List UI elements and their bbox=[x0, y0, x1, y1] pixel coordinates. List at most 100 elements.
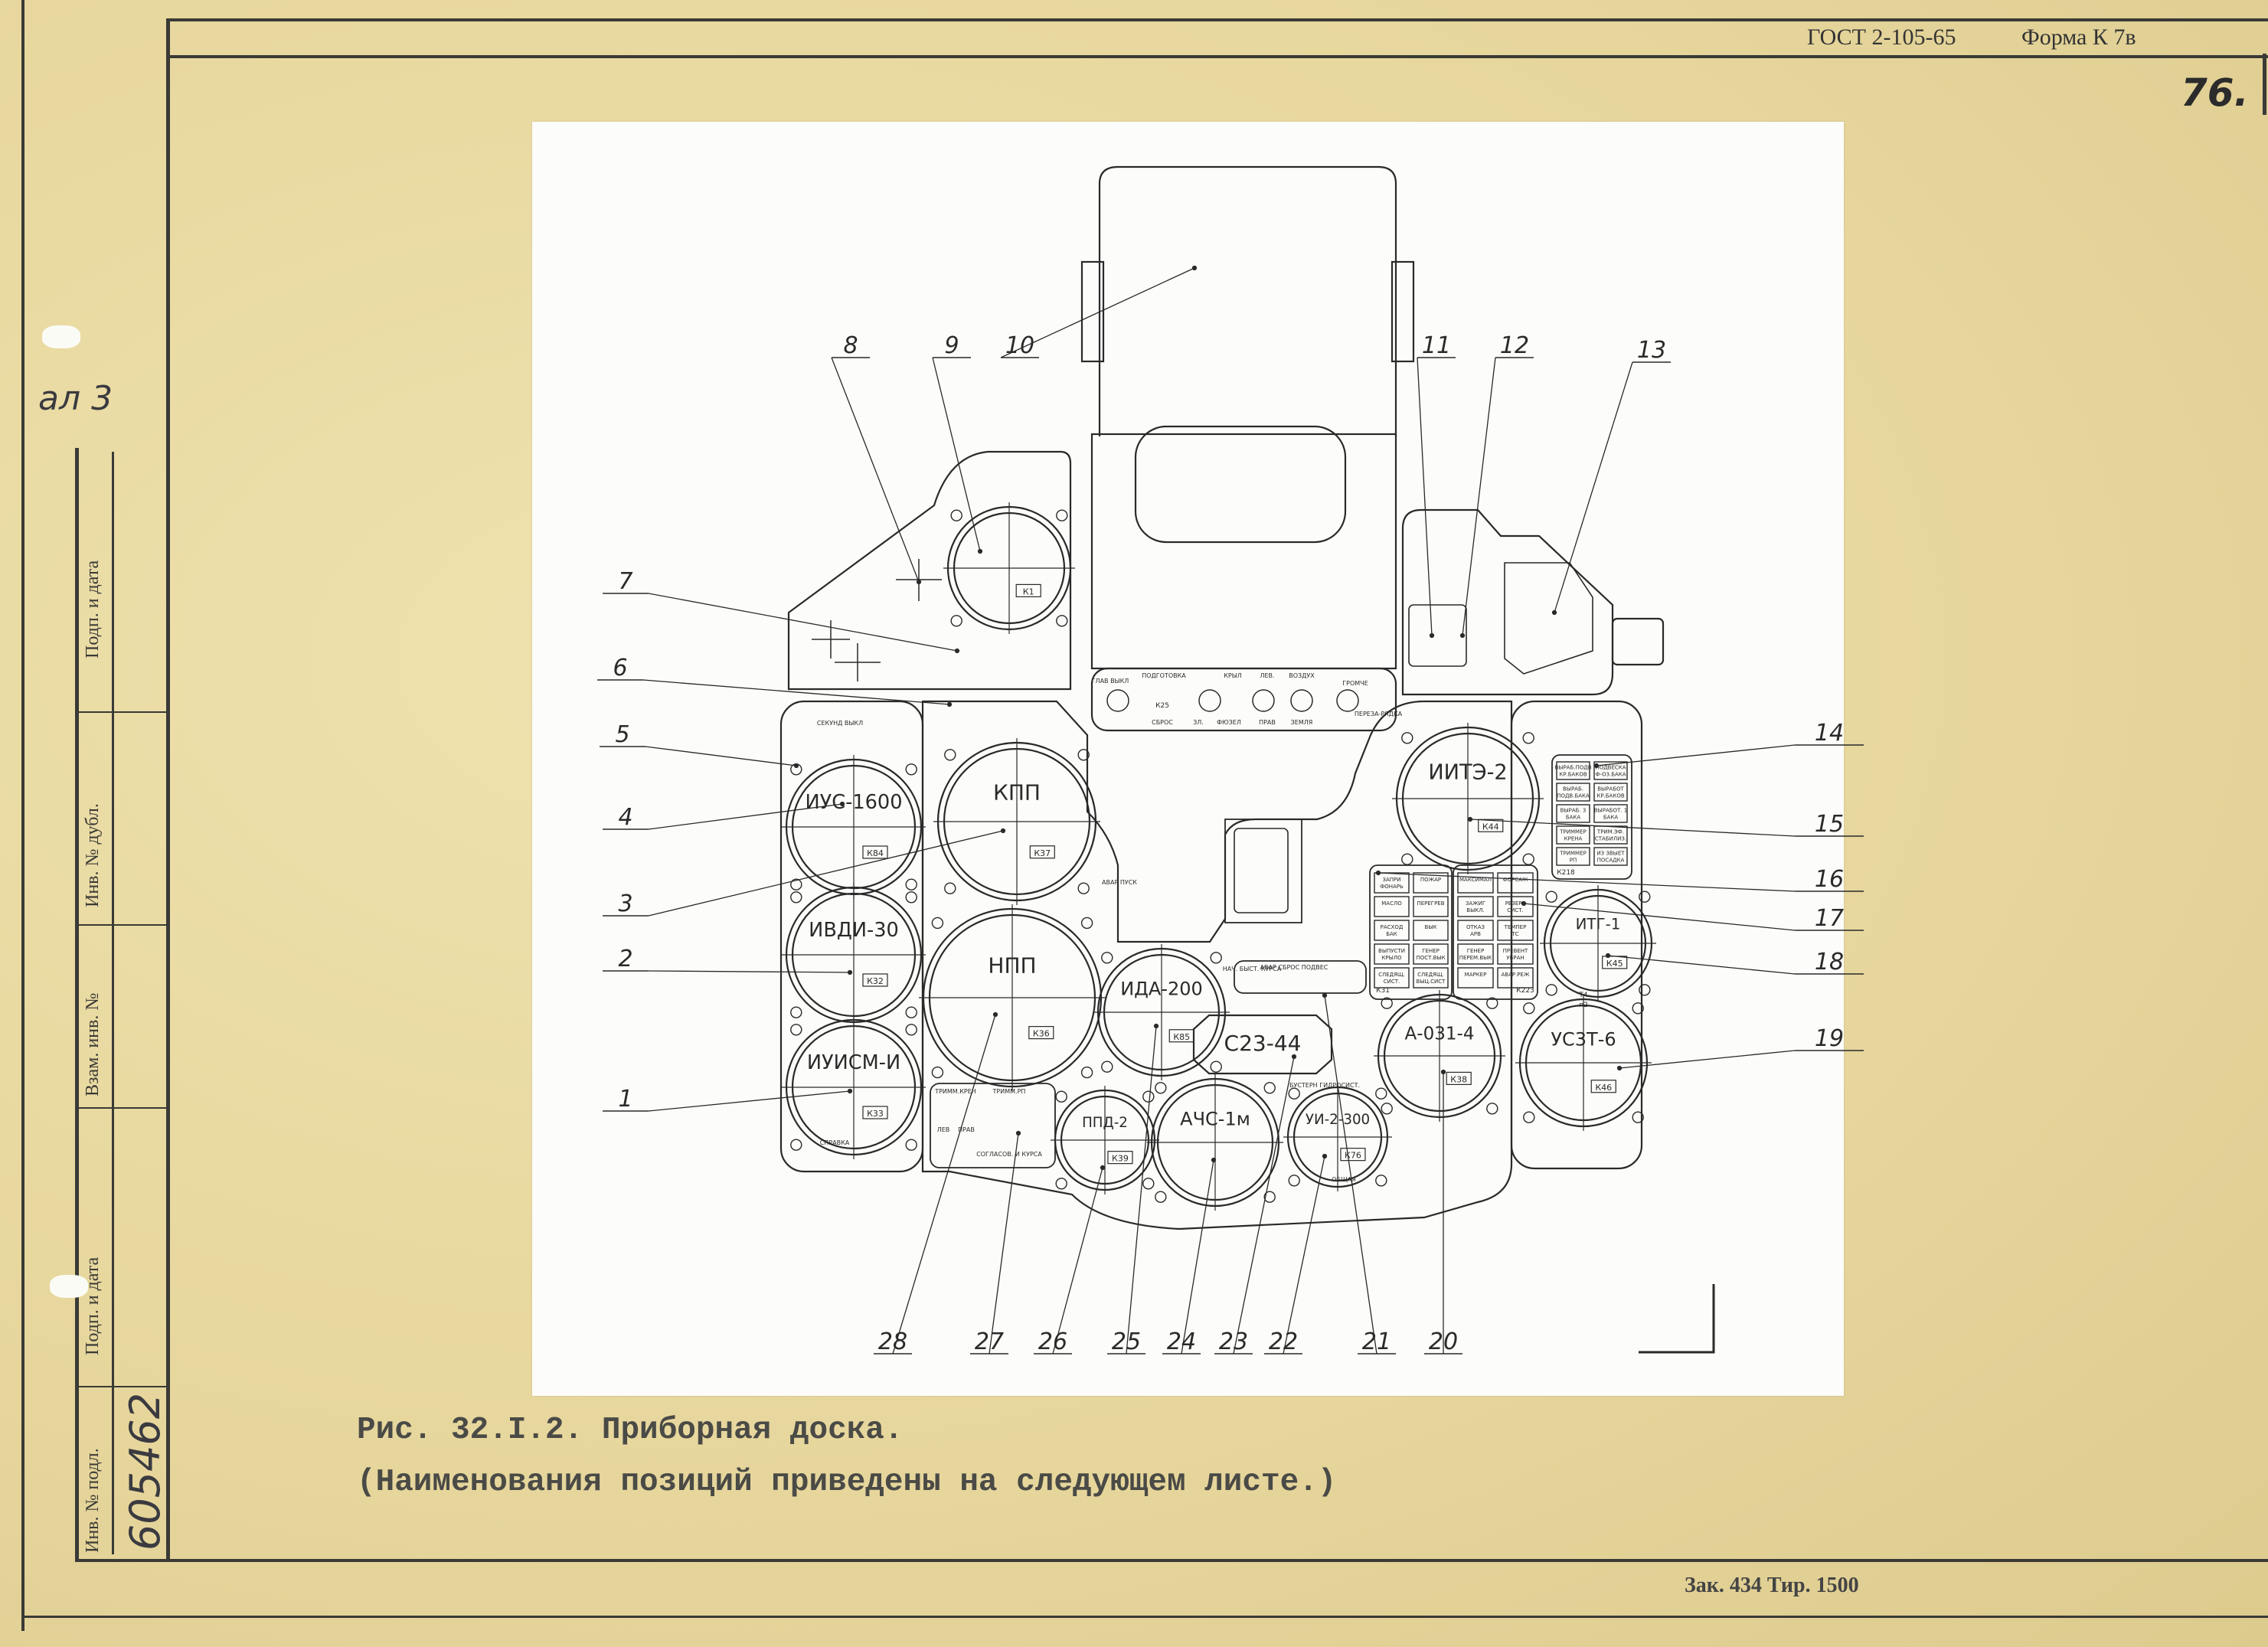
mounting-screw-icon bbox=[1055, 1090, 1067, 1103]
mounting-screw-icon bbox=[905, 1139, 917, 1151]
panel-code: К218 bbox=[1557, 869, 1575, 877]
upper-right-tab bbox=[1611, 617, 1665, 666]
leader-line bbox=[1462, 357, 1496, 636]
mounting-screw-icon bbox=[1632, 1111, 1644, 1123]
annunciator-block-right bbox=[1551, 754, 1632, 880]
annunciator-right-lamp-label: РП bbox=[1570, 858, 1577, 864]
annunciator-left-lamp bbox=[1413, 967, 1449, 989]
annunciator-mid-lamp bbox=[1497, 920, 1534, 941]
annunciator-left-lamp bbox=[1374, 872, 1410, 894]
annunciator-mid-lamp-label: МАКСИМАЛ bbox=[1459, 877, 1492, 883]
callout-number: 2 bbox=[618, 946, 632, 972]
panel-label: АВАР СБРОС ПОДВЕС bbox=[1260, 964, 1328, 971]
annunciator-mid-lamp bbox=[1457, 943, 1494, 965]
print-info: Зак. 434 Тир. 1500 bbox=[1685, 1573, 1859, 1597]
mounting-screw-icon bbox=[1155, 1191, 1167, 1203]
annunciator-mid-lamp-label: АВАР.РЕЖ bbox=[1501, 972, 1529, 978]
centerline bbox=[782, 883, 926, 1027]
annunciator-right-lamp-label: БАКА bbox=[1603, 815, 1619, 821]
panel-code: Т4 bbox=[1578, 992, 1587, 999]
instrument-code-box bbox=[1107, 1151, 1133, 1165]
annunciator-left-lamp-label: СИСТ. bbox=[1384, 979, 1400, 985]
centerline bbox=[782, 1015, 926, 1159]
upper-left-crosshair bbox=[812, 559, 942, 681]
leader-dot bbox=[1100, 1165, 1106, 1171]
centerline bbox=[1147, 1074, 1283, 1211]
leader-line bbox=[1283, 1155, 1325, 1355]
instrument-code: К45 bbox=[1606, 959, 1623, 969]
frame-bottom-line bbox=[75, 1559, 2268, 1562]
panel-label: НАЧ. БЫСТ. КУРСА bbox=[1223, 966, 1282, 972]
instrument-label: АЧС-1м bbox=[1180, 1109, 1250, 1130]
instrument-code: К33 bbox=[867, 1109, 884, 1119]
mounting-screw-icon bbox=[1077, 882, 1090, 894]
right-frame-line bbox=[2263, 54, 2266, 115]
centerline bbox=[782, 755, 926, 899]
hood-bracket bbox=[1391, 260, 1415, 363]
radar-hood-lower bbox=[1090, 433, 1397, 670]
leader-line bbox=[989, 1132, 1019, 1355]
callout-27: 27 bbox=[970, 1130, 1021, 1355]
mounting-screw-icon bbox=[790, 878, 802, 890]
mounting-screw-icon bbox=[1142, 1090, 1155, 1103]
leader-dot bbox=[977, 548, 983, 554]
callout-number: 9 bbox=[944, 332, 959, 359]
leader-dot bbox=[1000, 828, 1006, 834]
annunciator-right-lamp-label: ВЫРАБ.ПОДВ bbox=[1554, 765, 1591, 771]
mounting-screw-icon bbox=[1375, 1087, 1387, 1100]
instrument-code-box bbox=[1028, 1025, 1054, 1040]
centerline bbox=[1051, 1086, 1159, 1194]
callout-number: 7 bbox=[618, 568, 632, 595]
callout-number: 16 bbox=[1815, 866, 1844, 893]
annunciator-right-lamp-label: КРЕНА bbox=[1564, 836, 1583, 842]
annunciator-right-lamp-label: ПОДВЕСКА bbox=[1595, 765, 1626, 771]
leader-line bbox=[648, 830, 1004, 917]
annunciator-right-lamp-label: ТРИМ.ЭФ. bbox=[1596, 829, 1624, 835]
annunciator-right-lamp bbox=[1556, 825, 1590, 845]
standby-compass-bracket bbox=[1224, 819, 1302, 923]
stamp-sep bbox=[77, 711, 168, 713]
instrument-code-box bbox=[1015, 583, 1041, 598]
annunciator-mid-lamp bbox=[1457, 967, 1494, 989]
panel-label: СПРАВКА bbox=[820, 1139, 850, 1146]
annunciator-mid-lamp bbox=[1497, 896, 1534, 917]
upper-right-subpanel bbox=[1504, 562, 1593, 675]
callout-number: 28 bbox=[878, 1328, 907, 1355]
callout-16: 16 bbox=[1375, 866, 1864, 893]
mounting-screw-icon bbox=[950, 615, 962, 627]
annunciator-right-lamp-label: КР.БАКОВ bbox=[1559, 772, 1587, 778]
hood-bracket bbox=[1080, 260, 1105, 363]
mounting-screw-icon bbox=[1522, 732, 1534, 744]
mounting-screw-icon bbox=[905, 878, 917, 890]
callout-14: 14 bbox=[1593, 720, 1864, 769]
leader-line bbox=[648, 803, 843, 830]
annunciator-block-mid bbox=[1453, 864, 1538, 1000]
annunciator-right-lamp-label: КР.БАКОВ bbox=[1596, 793, 1624, 799]
callout-number: 5 bbox=[615, 721, 629, 748]
radar-hood-outline bbox=[1098, 165, 1397, 436]
leader-line bbox=[1619, 1050, 1796, 1069]
instrument-code-box bbox=[1590, 1080, 1616, 1093]
mounting-screw-icon bbox=[1080, 1066, 1093, 1079]
mounting-screw-icon bbox=[1155, 1082, 1167, 1094]
instrument-code: К37 bbox=[1034, 848, 1051, 858]
instrument-иуисм-и: ИУИСМ-И К33 bbox=[782, 1015, 926, 1159]
annunciator-left-lamp-label: КРЫЛО bbox=[1381, 955, 1402, 961]
emergency-panel bbox=[1234, 960, 1367, 994]
callout-28: 28 bbox=[874, 1011, 998, 1355]
upper-right-box bbox=[1408, 604, 1467, 667]
callout-number: 6 bbox=[613, 655, 627, 681]
leader-line bbox=[1554, 361, 1633, 613]
annunciator-mid-lamp-label: АРВ bbox=[1470, 931, 1481, 937]
annunciator-mid-lamp-label: ЗАЖИГ bbox=[1466, 900, 1485, 907]
leader-line bbox=[932, 357, 981, 552]
callout-number: 8 bbox=[843, 332, 858, 359]
annunciator-right-lamp-label: ТРИММЕР bbox=[1559, 829, 1586, 835]
mounting-screw-icon bbox=[790, 1139, 802, 1151]
leader-line bbox=[645, 746, 797, 766]
instrument-label: ИУИСМ-И bbox=[807, 1051, 900, 1074]
annunciator-mid-lamp-label: ОТКАЗ bbox=[1466, 924, 1485, 930]
